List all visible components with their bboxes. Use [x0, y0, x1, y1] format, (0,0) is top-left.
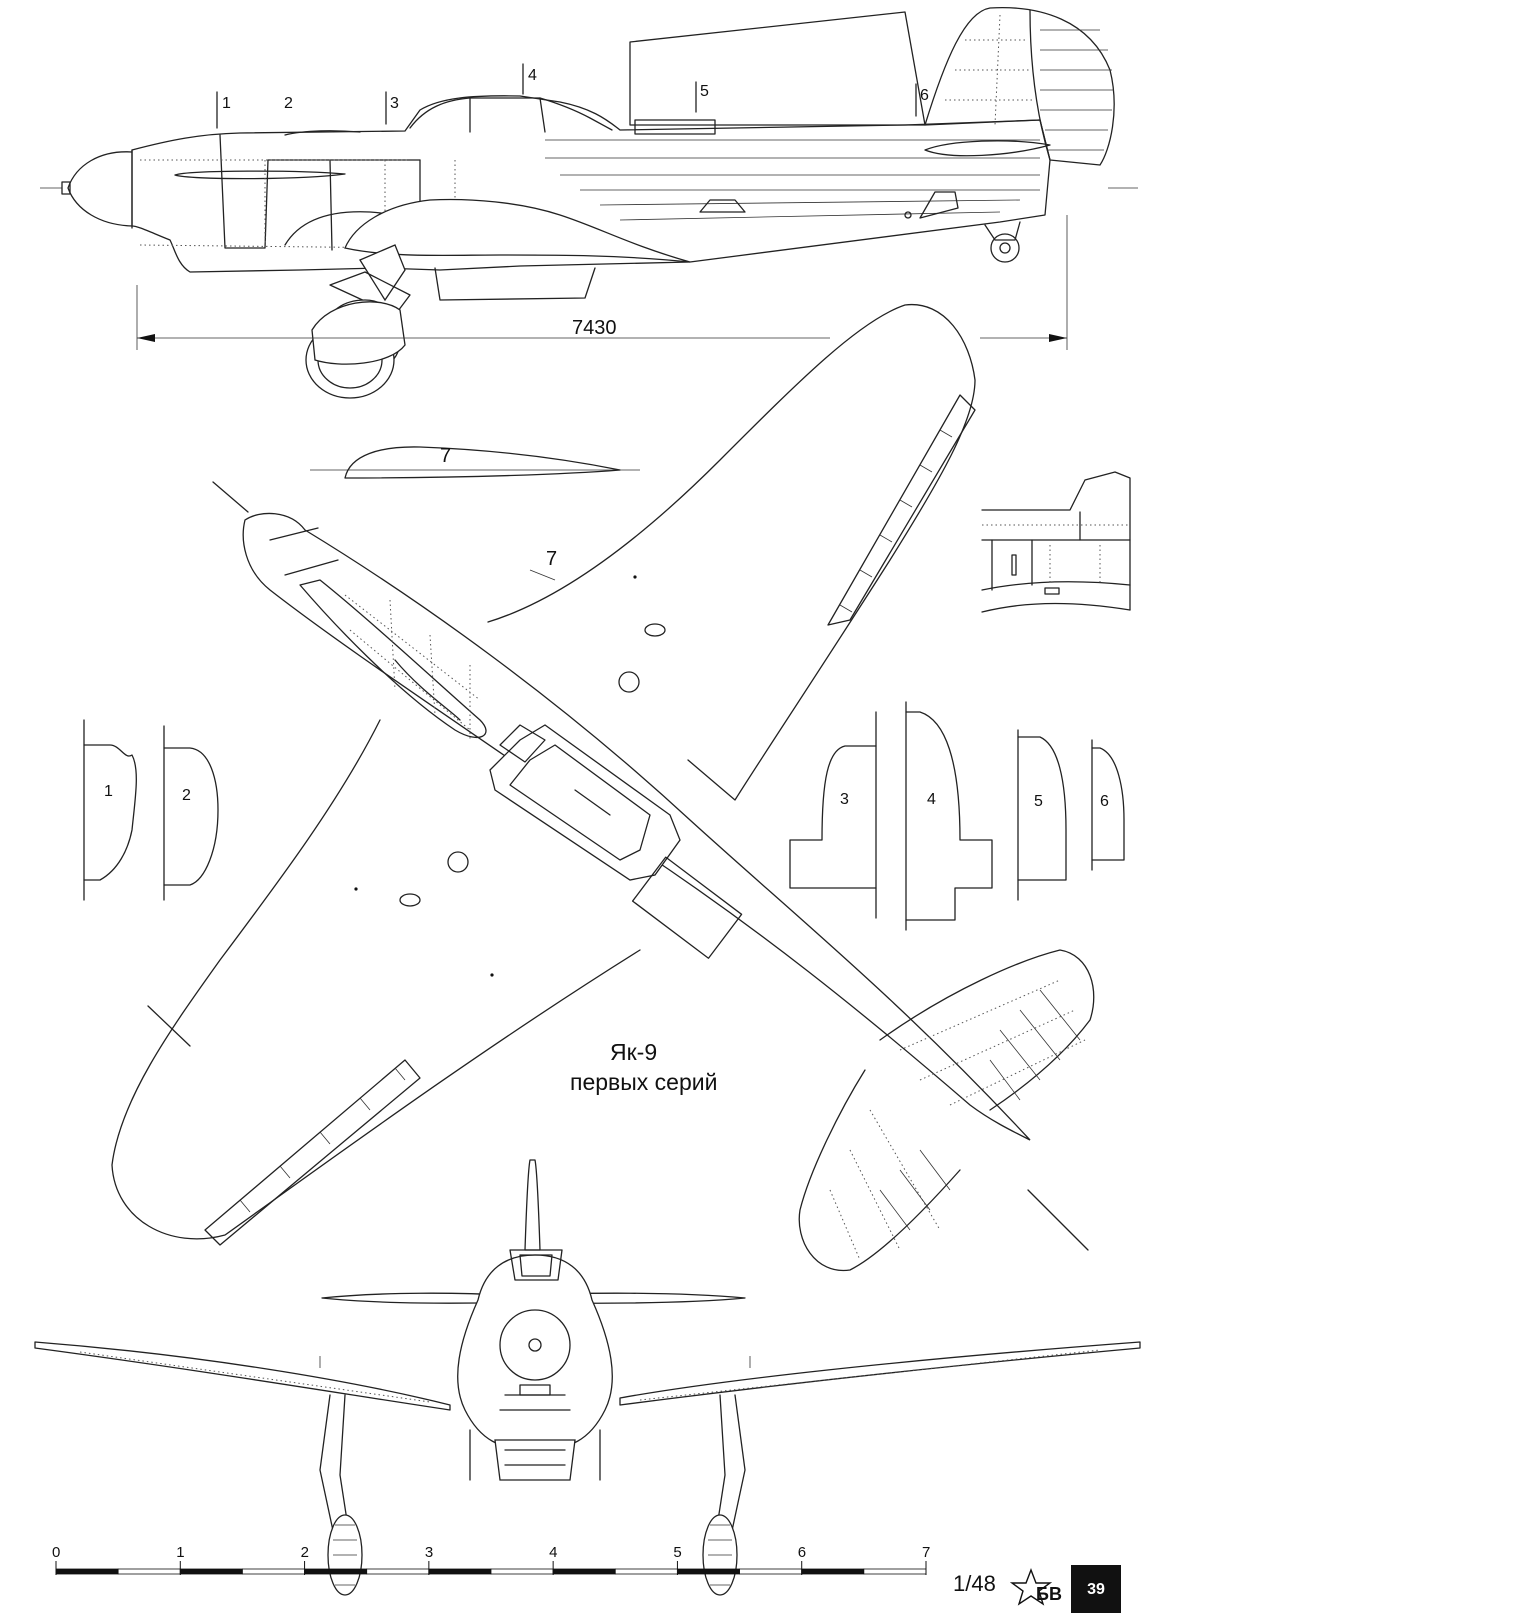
- scale-segment-1-0: [179, 1568, 243, 1575]
- airfoil-label: 7: [440, 445, 451, 467]
- cross-sections: 1 2 3 4 5 6: [83, 701, 1125, 931]
- scale-tick-label-7: 7: [922, 1544, 930, 1561]
- scale-segment-6-0: [801, 1568, 865, 1575]
- wing-section-label: 7: [546, 548, 557, 570]
- airfoil-section: 7: [310, 445, 640, 479]
- station-label-3: 3: [390, 95, 399, 112]
- scale-tick-label-6: 6: [798, 1544, 806, 1561]
- cross-section-label-6: 6: [1100, 793, 1109, 810]
- scale-segment-5-0: [677, 1568, 740, 1575]
- scale-segment-0-1: [117, 1568, 181, 1575]
- scale-segment-6-1: [863, 1568, 927, 1575]
- cockpit-detail-view: [981, 471, 1131, 613]
- drawing-title: Як-9: [610, 1039, 657, 1065]
- cross-section-label-5: 5: [1034, 793, 1043, 810]
- scale-tick-label-3: 3: [425, 1544, 433, 1561]
- plan-view: 7 Як-9 первых серий: [111, 304, 1095, 1272]
- cross-section-label-4: 4: [927, 791, 936, 808]
- scale-tick-label-4: 4: [549, 1544, 557, 1561]
- publisher-logo-text: БВ: [1036, 1584, 1062, 1604]
- scale-segment-1-1: [242, 1568, 305, 1575]
- scale-tick-label-1: 1: [176, 1544, 184, 1561]
- station-label-5: 5: [700, 83, 709, 100]
- cross-section-label-3: 3: [840, 791, 849, 808]
- scale-segment-4-0: [552, 1568, 616, 1575]
- cross-section-label-2: 2: [182, 787, 191, 804]
- scale-segment-4-1: [614, 1568, 678, 1575]
- page-number-badge: [1071, 1565, 1121, 1613]
- side-view: 7430 1 2 3 4 5 6: [40, 6, 1138, 399]
- scale-segment-0-0: [55, 1568, 119, 1575]
- scale-ratio: 1/48: [953, 1571, 996, 1596]
- station-label-1: 1: [222, 95, 231, 112]
- scale-tick-label-0: 0: [52, 1544, 60, 1561]
- scale-tick-label-5: 5: [673, 1544, 681, 1561]
- overall-length-dimension: 7430: [572, 317, 617, 339]
- scale-bar: 0 1 2 3 4 5 6 7 1/48 БВ 39: [52, 1544, 1121, 1613]
- publisher-logo-icon: БВ: [1009, 1568, 1062, 1606]
- page-number: 39: [1087, 1581, 1105, 1598]
- station-label-2: 2: [284, 95, 293, 112]
- station-label-6: 6: [920, 87, 929, 104]
- drawing-subtitle: первых серий: [570, 1069, 717, 1095]
- cross-section-label-1: 1: [104, 783, 113, 800]
- scale-segment-5-1: [739, 1568, 803, 1575]
- front-view: [34, 1159, 1141, 1596]
- scale-segment-3-1: [490, 1568, 554, 1575]
- scale-segment-2-1: [366, 1568, 430, 1575]
- station-label-4: 4: [528, 67, 537, 84]
- scale-tick-label-2: 2: [301, 1544, 309, 1561]
- scale-segment-3-0: [428, 1568, 492, 1575]
- scale-segment-2-0: [304, 1568, 368, 1575]
